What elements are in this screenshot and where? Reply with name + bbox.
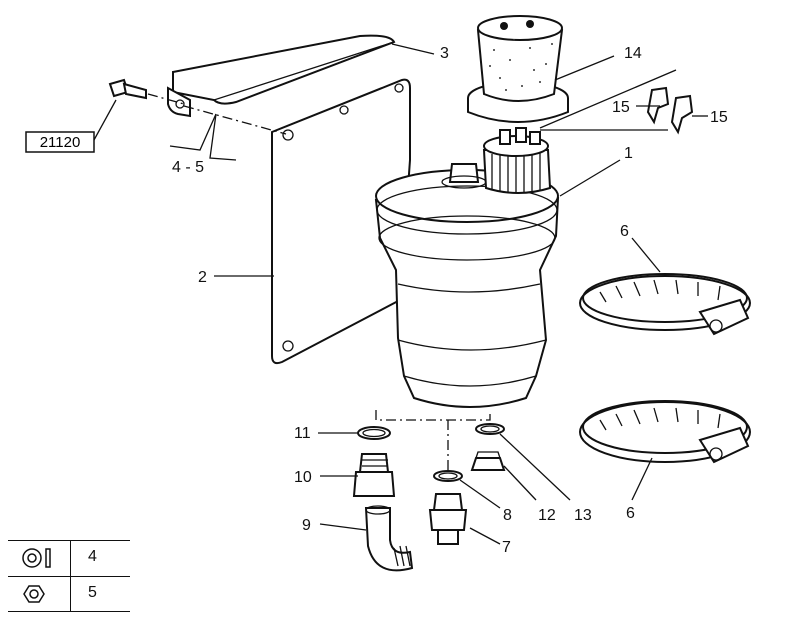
callout-13: 13: [574, 507, 592, 524]
washer-and-pin-icon: [8, 541, 71, 576]
foam-cover: [467, 15, 569, 123]
adapter-10: [352, 453, 396, 497]
callout-15-left: 15: [612, 99, 630, 116]
legend-number-5: 5: [88, 584, 97, 601]
o-ring-13: [475, 423, 505, 435]
svg-text:21120: 21120: [40, 134, 81, 151]
callout-7: 7: [502, 539, 511, 556]
callout-12: 12: [538, 507, 556, 524]
callout-4-5: 4 - 5: [172, 159, 204, 176]
bolt: [108, 78, 147, 100]
reference-box-21120: 21120: [25, 99, 117, 153]
callout-15-right: 15: [710, 109, 728, 126]
callout-2: 2: [198, 269, 207, 286]
electrical-terminals: [646, 86, 694, 135]
legend-row-5: 5: [8, 576, 130, 612]
leader-lines: [214, 43, 708, 545]
callout-6-upper: 6: [620, 223, 629, 240]
callout-11: 11: [294, 425, 311, 442]
legend-row-4: 4: [8, 541, 130, 576]
callout-1: 1: [624, 145, 633, 162]
o-ring-11: [357, 426, 391, 440]
legend-number-4: 4: [88, 548, 97, 565]
legend-table: 4 5: [8, 540, 130, 612]
hex-nut-icon: [8, 577, 71, 612]
callout-3: 3: [440, 45, 449, 62]
callout-14: 14: [624, 45, 642, 62]
callout-8: 8: [503, 507, 512, 524]
hose-clamp-upper: [579, 273, 751, 336]
o-ring-8: [433, 470, 463, 482]
cap-nut-12: [470, 451, 506, 471]
callout-6-lower: 6: [626, 505, 635, 522]
bracket: [167, 34, 396, 118]
callout-10: 10: [294, 469, 312, 486]
fuel-filter-housing: [374, 127, 560, 408]
elbow-fitting-9: [364, 505, 414, 572]
callout-9: 9: [302, 517, 311, 534]
hose-clamp-lower: [579, 400, 751, 464]
fitting-7: [428, 493, 468, 545]
